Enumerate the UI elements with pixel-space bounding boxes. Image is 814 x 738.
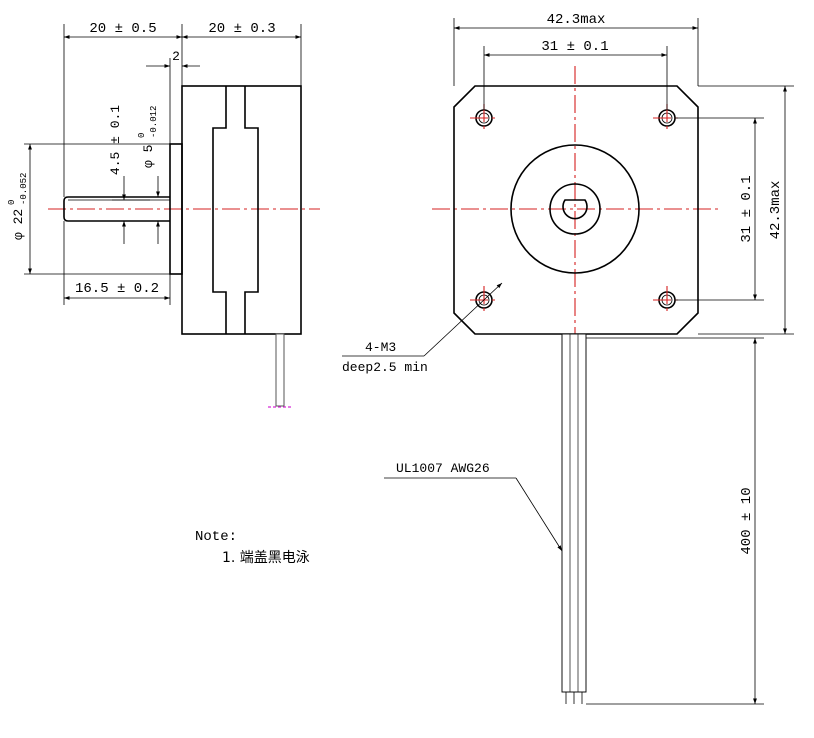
hole-callout-top: 4-M3 [365, 340, 396, 355]
dim-cable-length: 400 ± 10 [739, 487, 755, 554]
side-view: 20 ± 0.5 20 ± 0.3 2 4.5 ± 0.1 φ 5 0 -0.0… [7, 21, 320, 408]
dim-flat: 4.5 ± 0.1 [108, 105, 123, 175]
note-item-1: 1. 端盖黑电泳 [222, 550, 310, 566]
dim-shaft-dia-tol2: -0.012 [149, 106, 159, 138]
cable-callout-leader [515, 477, 563, 552]
dim-hole-spacing-h: 31 ± 0.1 [541, 39, 608, 55]
front-view: 42.3max 31 ± 0.1 31 ± 0.1 42.3max 400 ± … [342, 12, 794, 705]
pilot-circle-outer [510, 144, 640, 274]
front-body [453, 85, 699, 335]
dim-flange: 2 [172, 49, 180, 64]
dim-shaft-diameter: φ 5 0 -0.012 [137, 106, 159, 168]
dim-hole-spacing-v: 31 ± 0.1 [739, 175, 755, 242]
dim-body-length2: 20 ± 0.3 [208, 21, 275, 37]
shaft [63, 196, 170, 222]
dim-body-length: 20 ± 0.5 [89, 21, 156, 37]
dim-shaft-length: 16.5 ± 0.2 [75, 281, 159, 297]
notes: Note: 1. 端盖黑电泳 [195, 529, 310, 566]
side-lead-wire [275, 333, 285, 407]
dim-boss-diameter: φ 22 0 -0.052 [7, 173, 29, 240]
pilot-circle-inner [549, 183, 601, 235]
cable-callout: UL1007 AWG26 [396, 461, 490, 476]
dim-boss-dia-base: φ 22 [11, 209, 26, 240]
note-title: Note: [195, 529, 237, 545]
dim-overall-width: 42.3max [547, 12, 606, 28]
dim-shaft-dia-base: φ 5 [141, 145, 156, 168]
dim-boss-dia-tol: 0 [7, 200, 17, 205]
dim-overall-height: 42.3max [768, 181, 784, 240]
hole-callout-bottom: deep2.5 min [342, 360, 428, 375]
hole-callout-leader [423, 282, 503, 357]
stator-outline [212, 86, 259, 334]
front-shaft [562, 199, 588, 220]
dim-shaft-dia-tol: 0 [137, 133, 147, 138]
motor-body [181, 85, 302, 335]
cable-bundle [561, 333, 587, 704]
dim-boss-dia-tol2: -0.052 [19, 173, 29, 205]
